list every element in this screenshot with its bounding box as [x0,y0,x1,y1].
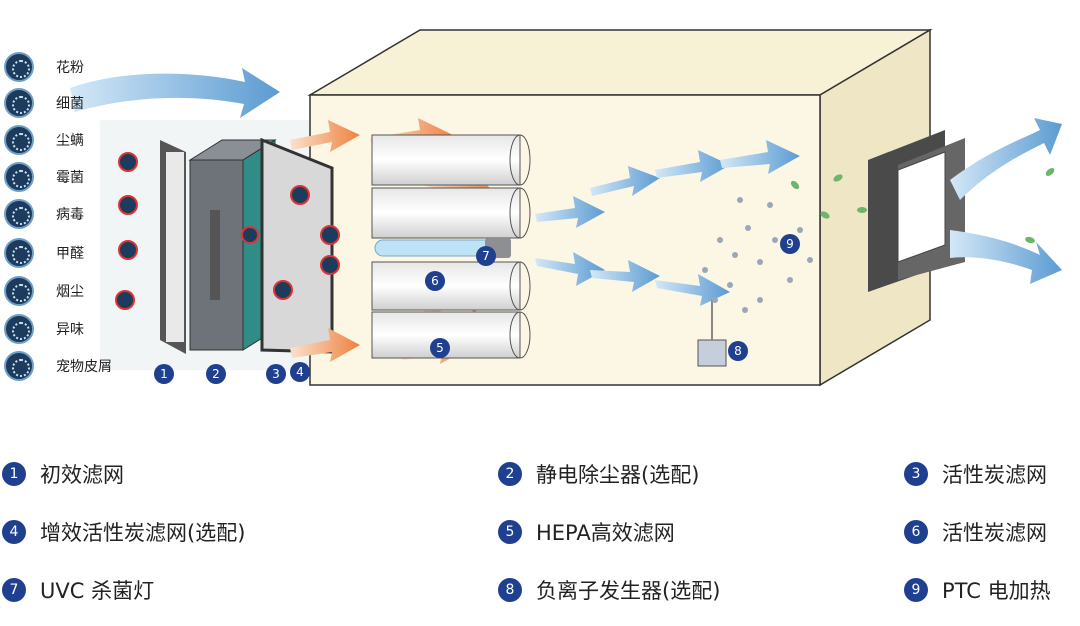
bacteria-icon [4,88,34,118]
stage-marker-6: 6 [425,271,445,291]
legend-item-9: 9 PTC 电加热 [904,572,1051,608]
contaminant-label: 霉菌 [56,170,84,186]
stage-marker-4: 4 [290,362,310,382]
ptc-heater [868,130,965,292]
diagram-canvas [70,28,1062,387]
negative-ions [702,197,813,313]
filter-1-panel [160,140,186,354]
legend-item-4: 4 增效活性炭滤网(选配) [2,514,245,550]
legend-text: UVC 杀菌灯 [40,579,155,603]
purification-diagram: 1 2 3 4 5 6 7 8 9 花粉 细菌 尘螨 霉菌 病毒 甲醛 烟尘 异… [4,28,1062,387]
legend-number: 2 [498,462,522,486]
contaminant-virus: 病毒 [4,197,134,231]
contaminant-label: 花粉 [56,60,84,76]
pollen-icon [4,52,34,82]
contaminant-label: 烟尘 [56,284,84,300]
legend-text: 静电除尘器(选配) [536,463,700,487]
legend-number: 5 [498,520,522,544]
legend-item-2: 2 静电除尘器(选配) [498,456,699,492]
legend-number: 9 [904,578,928,602]
legend-text: 活性炭滤网 [942,463,1047,487]
stage-marker-8: 8 [728,341,748,361]
stage-marker-7: 7 [476,246,496,266]
dust-mite-icon [4,125,34,155]
contaminant-smoke: 烟尘 [4,274,134,308]
stage-marker-1: 1 [154,364,174,384]
virus-icon [4,199,34,229]
legend-number: 3 [904,462,928,486]
legend-text: 初效滤网 [40,463,124,487]
stage-legend: 1 初效滤网 2 静电除尘器(选配) 3 活性炭滤网 4 增效活性炭滤网(选配)… [0,440,1080,620]
legend-item-1: 1 初效滤网 [2,456,124,492]
contaminant-pet-dander: 宠物皮屑 [4,349,134,383]
contaminant-label: 异味 [56,322,84,338]
odor-icon [4,314,34,344]
legend-item-8: 8 负离子发生器(选配) [498,572,720,608]
legend-item-7: 7 UVC 杀菌灯 [2,572,154,608]
contaminant-label: 病毒 [56,207,84,223]
legend-item-6: 6 活性炭滤网 [904,514,1047,550]
formaldehyde-icon [4,238,34,268]
pet-dander-icon [4,351,34,381]
legend-number: 8 [498,578,522,602]
stage-marker-5: 5 [430,338,450,358]
contaminant-dust-mite: 尘螨 [4,123,134,157]
contaminant-odor: 异味 [4,312,134,346]
legend-text: 增效活性炭滤网(选配) [40,521,246,545]
contaminant-label: 细菌 [56,96,84,112]
stage-marker-9: 9 [780,234,800,254]
contaminant-label: 甲醛 [56,246,84,262]
legend-number: 4 [2,520,26,544]
legend-item-5: 5 HEPA高效滤网 [498,514,675,550]
stage-marker-2: 2 [206,364,226,384]
contaminant-label: 宠物皮屑 [56,359,112,375]
smoke-icon [4,276,34,306]
mold-icon [4,162,34,192]
airflow-in-arrow [70,68,280,118]
blocked-particles [115,152,340,310]
contaminant-label: 尘螨 [56,133,84,149]
legend-number: 1 [2,462,26,486]
legend-number: 7 [2,578,26,602]
contaminant-formaldehyde: 甲醛 [4,236,134,270]
airflow-clean [535,140,800,306]
legend-text: 负离子发生器(选配) [536,579,721,603]
airflow-out [950,118,1062,284]
contaminant-bacteria: 细菌 [4,86,134,120]
legend-text: PTC 电加热 [942,579,1051,603]
ion-generator [697,300,727,367]
legend-number: 6 [904,520,928,544]
contaminant-mold: 霉菌 [4,160,134,194]
stage-marker-3: 3 [266,364,286,384]
legend-text: HEPA高效滤网 [536,521,675,545]
legend-text: 活性炭滤网 [942,521,1047,545]
legend-item-3: 3 活性炭滤网 [904,456,1047,492]
contaminant-pollen: 花粉 [4,50,134,84]
filter-3-4-panel [260,137,334,354]
